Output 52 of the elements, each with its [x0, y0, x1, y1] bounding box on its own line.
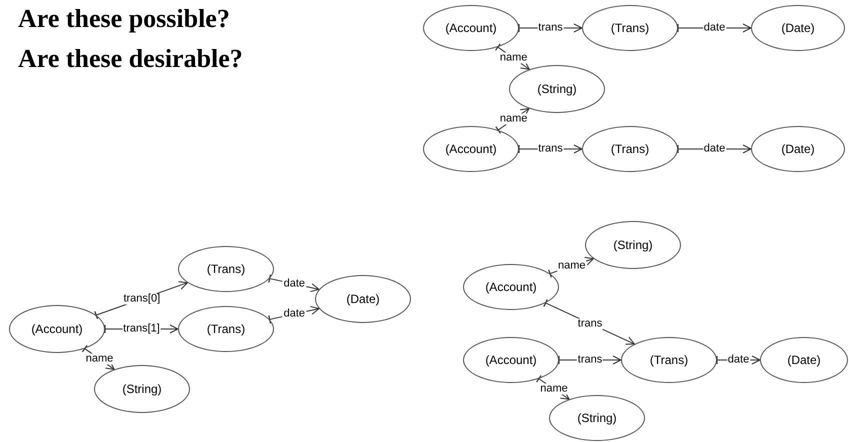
ellipse-node [582, 5, 678, 51]
edge-label: name [556, 260, 586, 272]
node-label: (Account) [485, 354, 537, 366]
edge-label: trans [537, 22, 564, 34]
node-label: (Account) [445, 22, 497, 34]
ellipse-node [760, 337, 848, 383]
ellipse-node [621, 337, 717, 383]
ellipse-node [509, 65, 605, 113]
edge-label: name [498, 52, 528, 64]
edge-label: date [702, 22, 726, 34]
ellipse-node [178, 246, 274, 292]
question-heading: Are these possible? [18, 4, 230, 34]
node-label: (Trans) [206, 263, 246, 275]
edge-label: date [726, 354, 750, 366]
edge-label: trans [576, 354, 604, 366]
node-label: (String) [122, 383, 162, 395]
ellipse-node [751, 126, 845, 172]
ellipse-node [9, 305, 105, 353]
node-label: (Date) [781, 143, 815, 155]
edge-label: name [539, 384, 569, 394]
ellipse-node [178, 306, 274, 352]
ellipse-node [549, 395, 645, 441]
ellipse-node [423, 5, 519, 51]
edge-label: date [282, 278, 306, 290]
edge-label: name [84, 354, 114, 364]
edge-label: date [282, 308, 306, 320]
node-label: (Date) [781, 22, 815, 34]
node-label: (Account) [445, 143, 497, 155]
node-label: (String) [537, 83, 577, 95]
node-label: (Account) [485, 281, 537, 293]
edge-label: trans[0] [122, 293, 162, 304]
edge-label: date [702, 144, 726, 154]
node-label: (String) [613, 239, 653, 251]
node-label: (Date) [787, 354, 821, 366]
ellipse-node [582, 126, 678, 172]
node-label: (Trans) [610, 143, 650, 155]
node-label: (Trans) [206, 323, 246, 335]
edge-label: trans[1] [122, 324, 161, 334]
ellipse-node [315, 275, 411, 323]
ellipse-node [423, 126, 519, 172]
edge-label: name [498, 114, 528, 125]
node-label: (Date) [346, 293, 380, 305]
node-label: (Trans) [610, 22, 650, 34]
node-label: (String) [577, 412, 617, 424]
question-heading: Are these desirable? [18, 44, 243, 74]
ellipse-node [463, 337, 559, 383]
node-label: (Account) [31, 323, 83, 335]
edge-label: trans [576, 318, 604, 329]
ellipse-node [94, 365, 190, 413]
ellipse-node [751, 5, 845, 51]
node-label: (Trans) [650, 354, 688, 366]
edge-label: trans [537, 144, 564, 154]
